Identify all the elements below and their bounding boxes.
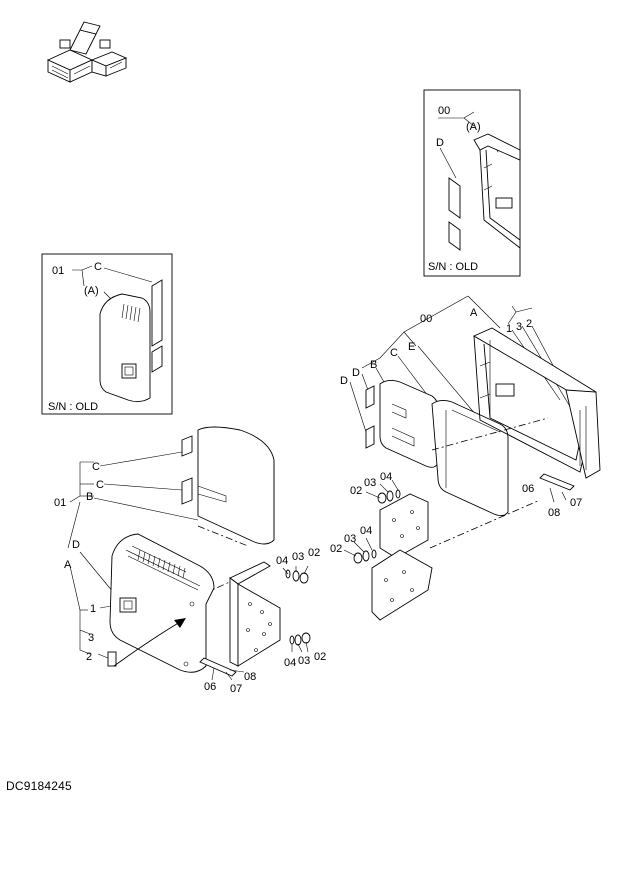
callout-label: D [352,367,360,379]
callout-label: 02 [314,651,326,663]
callout-label: 04 [276,555,288,567]
callout-label: 07 [230,683,242,695]
hardware-set-upper-right [365,479,401,504]
side-panel-a [109,533,215,673]
callout-label: 3 [516,321,522,333]
callout-label: 02 [350,485,362,497]
callout-label: 03 [344,533,356,545]
callout-label: 01 [54,497,66,509]
callout-label: 03 [292,551,304,563]
lower-trim-bracket-right [539,473,575,503]
mounting-plate-upper-right [379,493,429,559]
callout-label: 00 [438,105,450,117]
right-assembly-labels: 00 A 1 3 2 E B C D D 04 03 02 04 03 02 0… [330,307,582,555]
callout-label: 03 [364,477,376,489]
callout-label: C [390,347,398,359]
callout-label: E [408,341,415,353]
inset-top-right [423,89,521,277]
insulation-pad-c-right [431,399,509,517]
callout-label: (A) [84,285,99,297]
hardware-set-lower-left [289,632,311,653]
inset-seal-strip [448,177,461,251]
hardware-set-lower-right [343,537,377,564]
callout-label: 00 [420,313,432,325]
mounting-bracket-left [229,561,281,667]
callout-label: 2 [86,651,92,663]
callout-label: D [340,375,348,387]
callout-label: 08 [548,507,560,519]
callout-label: 06 [522,483,534,495]
left-callout-lines [67,451,199,659]
callout-label: 02 [308,547,320,559]
latch-part-2 [107,651,117,667]
inset-top-right-labels: 00 D (A) S/N : OLD [428,105,481,273]
callout-label: D [436,137,444,149]
inset-left-labels: 01 C (A) S/N : OLD [48,261,102,413]
hardware-set-upper-left [282,565,309,584]
callout-label: 08 [244,671,256,683]
callout-label: (A) [466,121,481,133]
inset-left [41,253,173,415]
seal-strip-d-right [365,385,375,449]
callout-label: B [86,491,93,503]
mounting-plate-lower-right [371,549,433,621]
inset-caption: S/N : OLD [428,261,478,273]
inset-door-frame [473,133,521,249]
dashed-guide-lines [189,525,249,601]
callout-label: C [96,479,104,491]
callout-label: 3 [88,632,94,644]
callout-label: C [92,461,100,473]
callout-label: 02 [330,543,342,555]
insulation-pad-b [197,426,275,545]
callout-label: 1 [506,323,512,335]
inset-left-panel [99,279,163,403]
callout-label: C [94,261,102,273]
callout-label: 04 [284,657,296,669]
dashed-guide-lines-right [429,417,549,549]
document-id: DC9184245 [6,779,72,793]
callout-label: 04 [360,525,372,537]
left-assembly-labels: C C 01 B D A 1 3 2 04 03 02 04 03 02 06 … [54,461,326,695]
callout-label: 03 [298,655,310,667]
callout-label: 01 [52,265,64,277]
callout-label: B [370,359,377,371]
callout-label: A [470,307,478,319]
callout-label: D [72,539,80,551]
insulation-pad-b-right [379,379,439,468]
machine-orientation-icon [46,21,128,83]
callout-label: A [64,559,72,571]
seal-strip-c [181,435,193,505]
callout-label: 04 [380,471,392,483]
callout-label: 07 [570,497,582,509]
lower-trim-bracket-left [199,657,245,681]
assembly-arrow [113,618,186,667]
inset-caption: S/N : OLD [48,401,98,413]
right-assembly: 00 A 1 3 2 E B C D D 04 03 02 04 03 02 0… [330,295,601,621]
callout-label: 2 [526,318,532,330]
left-assembly: C C 01 B D A 1 3 2 04 03 02 04 03 02 06 … [54,426,326,695]
callout-label: 06 [204,681,216,693]
door-frame-e [473,327,601,479]
callout-label: 1 [90,603,96,615]
